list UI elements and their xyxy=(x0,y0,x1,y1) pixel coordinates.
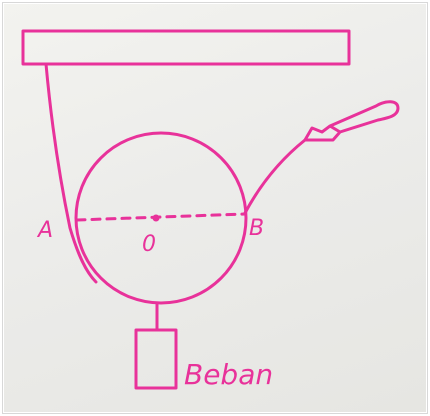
label-center: 0 xyxy=(142,232,156,257)
paper-background xyxy=(4,4,426,412)
pulley-wheel xyxy=(74,131,248,305)
center-point xyxy=(152,214,160,222)
label-load: Beban xyxy=(184,358,273,391)
rope-left-segment xyxy=(44,62,98,284)
label-point-a: A xyxy=(36,218,53,243)
rope-right-segment xyxy=(243,138,307,215)
label-point-b: B xyxy=(249,216,264,241)
ceiling-support-bar xyxy=(21,29,351,66)
load-box xyxy=(134,328,178,390)
pulling-hand-icon xyxy=(303,100,400,142)
diameter-line xyxy=(75,212,247,222)
